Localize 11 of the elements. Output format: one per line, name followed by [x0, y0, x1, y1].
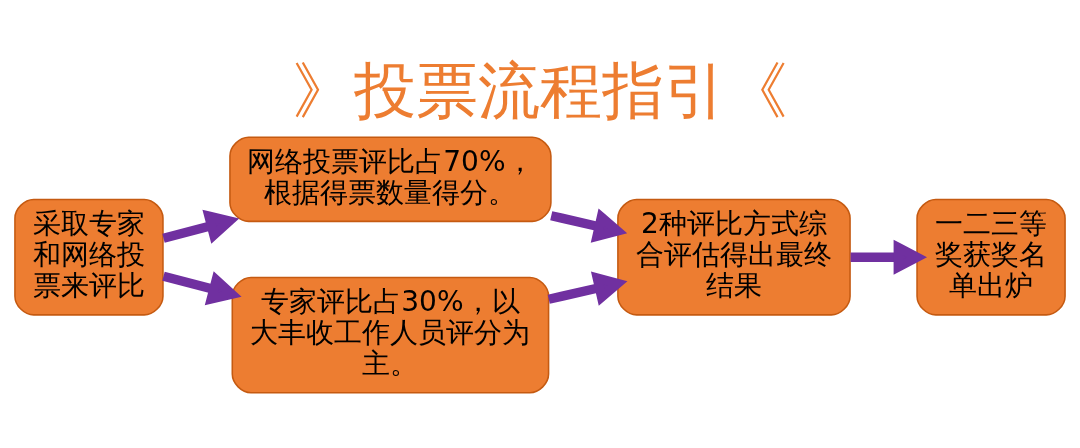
arrow [547, 271, 628, 306]
arrow [550, 208, 628, 243]
node-box: 网络投票评比占70%，根据得票数量得分。 [229, 135, 552, 222]
arrow [850, 239, 928, 275]
node-box: 一二三等奖获奖名单出炉 [916, 198, 1066, 316]
node-box: 专家评比占30%，以大丰收工作人员评分为主。 [231, 276, 550, 394]
arrow [162, 270, 242, 305]
diagram-title: 》投票流程指引《 [292, 53, 788, 127]
node-box: 采取专家和网络投票来评比 [14, 198, 164, 316]
arrow [162, 209, 240, 244]
node-box: 2种评比方式综合评估得出最终结果 [617, 198, 851, 316]
